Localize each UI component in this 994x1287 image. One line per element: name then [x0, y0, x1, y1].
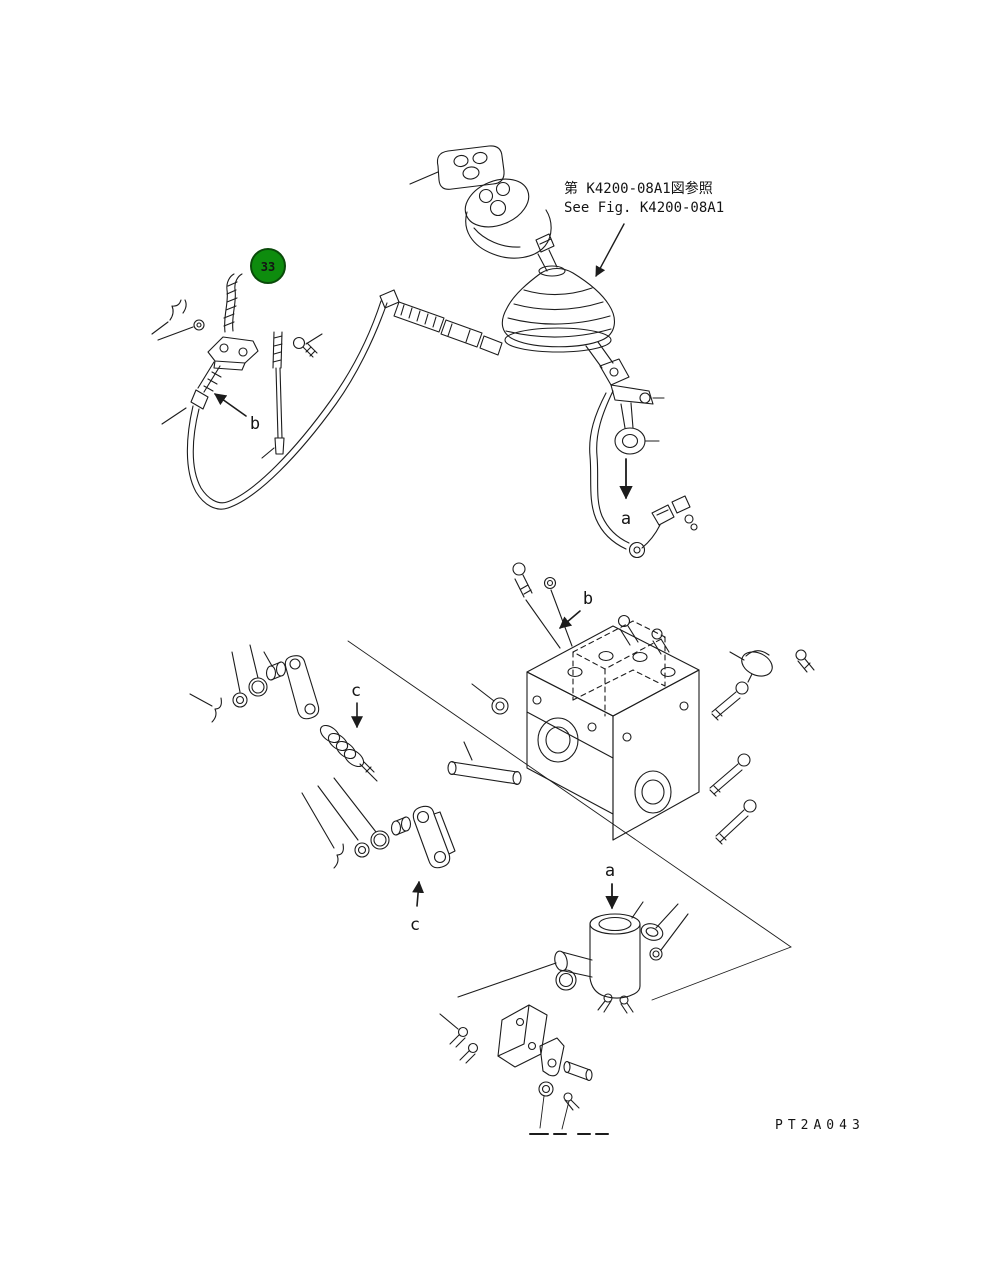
- screw: [457, 1026, 469, 1038]
- screw: [563, 1092, 573, 1102]
- label-c-lower: c: [410, 915, 420, 935]
- link-arm: [284, 655, 320, 720]
- dome-cap: [729, 650, 773, 683]
- retainer-clips: [151, 299, 205, 341]
- diagram-linework: [151, 145, 815, 1135]
- cap-screw: [795, 649, 815, 673]
- callout-number: 33: [261, 260, 275, 274]
- long-leader-lines: [347, 640, 792, 1001]
- linkage-upper: [189, 644, 320, 723]
- ring: [248, 677, 268, 697]
- washer: [538, 1081, 554, 1097]
- label-b-left: b: [250, 414, 260, 434]
- figure-reference-arrow: [595, 223, 625, 277]
- break-symbol: [211, 697, 222, 723]
- link-plate: [412, 805, 451, 869]
- linkage-lower: [301, 777, 456, 869]
- switch-plate: [409, 145, 505, 190]
- label-a-upper: a: [621, 509, 631, 529]
- screw: [603, 993, 613, 1003]
- label-b-valve: b: [583, 589, 593, 609]
- washer: [354, 842, 370, 858]
- label-b-left-arrow: [214, 393, 247, 417]
- cable-connector-assembly: [393, 301, 503, 356]
- washer: [232, 692, 248, 708]
- clamp: [539, 1037, 565, 1077]
- label-a-lower: a: [605, 861, 615, 881]
- lever-lower-rod: [585, 341, 665, 429]
- knob-switch-detail: [535, 233, 555, 253]
- hidden-cover-outline: [572, 620, 666, 717]
- screw: [467, 1042, 479, 1054]
- lock-nut: [614, 427, 660, 455]
- spring: [319, 724, 378, 782]
- threaded-stud: [223, 273, 243, 333]
- label-c-lower-arrow: [412, 880, 425, 907]
- washer: [640, 923, 664, 941]
- figure-reference-line2: See Fig. K4200-08A1: [564, 200, 724, 216]
- callout-33[interactable]: 33: [250, 248, 286, 284]
- bushing: [265, 665, 277, 681]
- bottom-bracket: [439, 1004, 593, 1130]
- figure-reference-line1: 第 K4200-08A1図参照: [564, 180, 713, 197]
- lever-boot: [501, 267, 615, 353]
- bushing: [390, 820, 402, 836]
- small-bolt: [292, 333, 323, 358]
- control-cable-a: [589, 390, 698, 559]
- pin: [567, 1061, 591, 1071]
- lever-shaft: [537, 249, 566, 277]
- lever-knob: [464, 178, 555, 259]
- washer: [491, 697, 509, 715]
- label-b-valve-arrow: [559, 610, 581, 629]
- nut: [649, 947, 663, 961]
- valve-body: [471, 620, 700, 841]
- mounting-bolts-right: [709, 681, 757, 845]
- control-cable-b: [161, 289, 400, 510]
- drawing-code: PT2A043: [775, 1118, 865, 1133]
- cable-bracket: [207, 336, 259, 371]
- screw: [619, 995, 629, 1005]
- break-symbol: [333, 843, 344, 869]
- cable-rod: [261, 331, 285, 459]
- bottom-fitting: [457, 901, 689, 1014]
- label-c-upper: c: [351, 681, 361, 701]
- ring: [370, 830, 390, 850]
- pivot-pin: [447, 741, 522, 786]
- ring: [555, 969, 577, 991]
- mounting-bolts-top: [512, 562, 670, 655]
